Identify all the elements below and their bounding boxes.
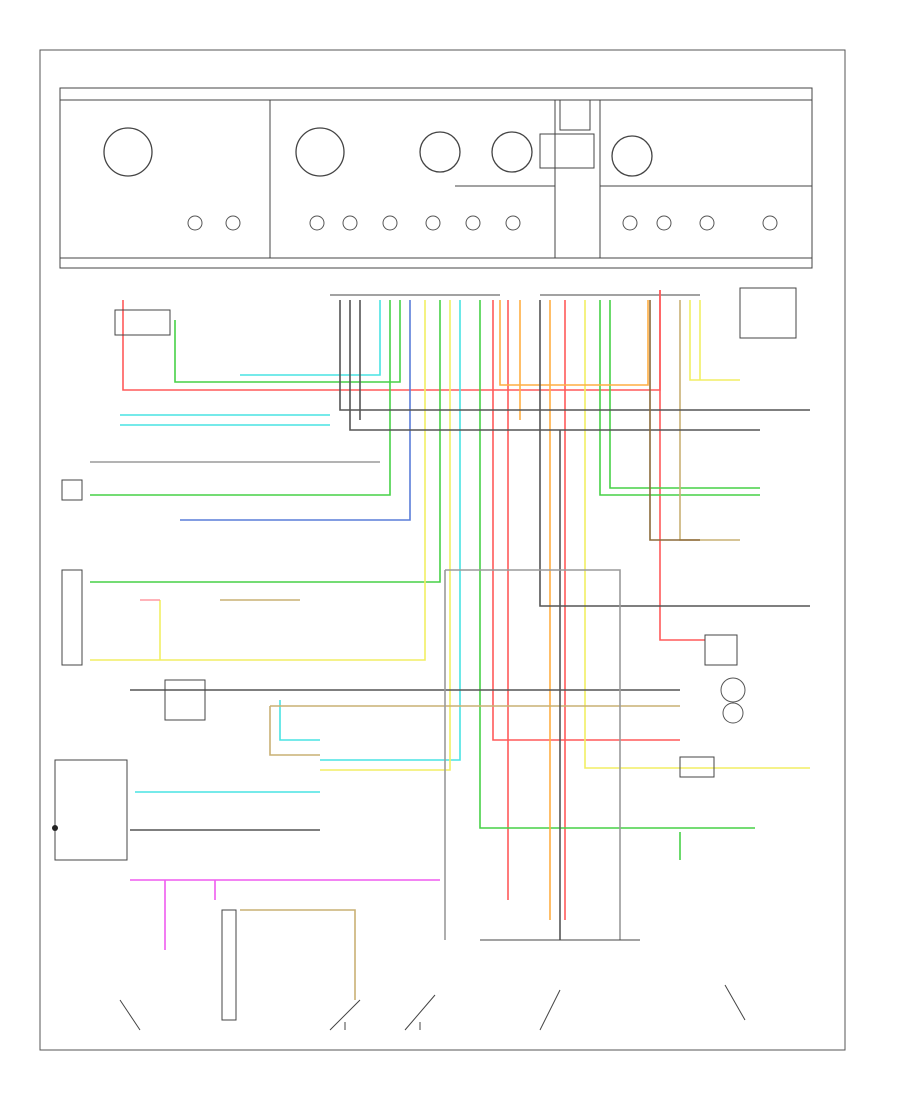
switch-icon (329, 999, 361, 1031)
bulb-icon (382, 215, 398, 231)
bulb-icon (656, 215, 672, 231)
bulb-icon (465, 215, 481, 231)
sender-box (679, 756, 715, 778)
wire-black (539, 300, 810, 607)
wire-gray (445, 569, 621, 580)
wire-green (90, 300, 441, 583)
wire-harness (90, 290, 810, 1000)
bulb-icon (762, 215, 778, 231)
wire-cyan (320, 300, 461, 761)
bulb-icon (622, 215, 638, 231)
wire-yellow (320, 300, 451, 771)
bulb-icon (225, 215, 241, 231)
module-box (539, 133, 595, 169)
wire-green (609, 300, 760, 489)
gauge-icon (295, 127, 345, 177)
bottom-switches (119, 909, 746, 1031)
wire-blue (180, 300, 411, 521)
bulb-icon (187, 215, 203, 231)
wire-orange (499, 300, 649, 386)
switch-box (61, 479, 83, 501)
gauge-icon (491, 131, 533, 173)
bulb-icon (342, 215, 358, 231)
diagram-frame (39, 49, 846, 1051)
wire-yellow (584, 300, 810, 769)
sensor-icon (720, 677, 746, 703)
tachometer-icon (611, 135, 653, 177)
gauge-icon (419, 131, 461, 173)
switch-icon (724, 984, 746, 1021)
wire-yellow (689, 300, 740, 381)
wire-red (492, 300, 680, 741)
switch-box (221, 909, 237, 1021)
switch-icon (404, 994, 436, 1031)
bulb-icon (505, 215, 521, 231)
wire-black (349, 300, 760, 431)
wire-green (599, 300, 760, 496)
wire-green (90, 300, 391, 496)
right-components (679, 287, 797, 778)
sender-box (164, 679, 206, 721)
wire-brown (649, 300, 700, 541)
switch-icon (119, 999, 141, 1031)
indicator-bulbs (187, 215, 778, 231)
instrument-cluster (59, 87, 813, 269)
module-box (559, 99, 591, 131)
wire-red (659, 290, 705, 641)
bulb-icon (309, 215, 325, 231)
wire-yellow (90, 300, 426, 661)
selector-switch (54, 759, 128, 861)
wire-black (339, 300, 810, 411)
sensor-icon (722, 702, 744, 724)
wire-tan (240, 909, 356, 1000)
ground-icon (52, 825, 58, 831)
bulb-icon (699, 215, 715, 231)
wire-cyan (240, 300, 381, 376)
switch-box (114, 309, 171, 336)
switch-box (739, 287, 797, 339)
wire-green (174, 300, 401, 383)
switch-icon (539, 989, 561, 1031)
switch-box (61, 569, 83, 666)
wire-tan (269, 706, 320, 756)
gauge-icon (103, 127, 153, 177)
left-components (52, 309, 206, 861)
wire-cyan (279, 700, 320, 741)
wire-red (122, 290, 661, 391)
wire-tan (679, 300, 740, 541)
bulb-icon (425, 215, 441, 231)
cluster-panel-outline (59, 87, 813, 269)
relay-box (704, 634, 738, 666)
wire-green (479, 300, 755, 829)
